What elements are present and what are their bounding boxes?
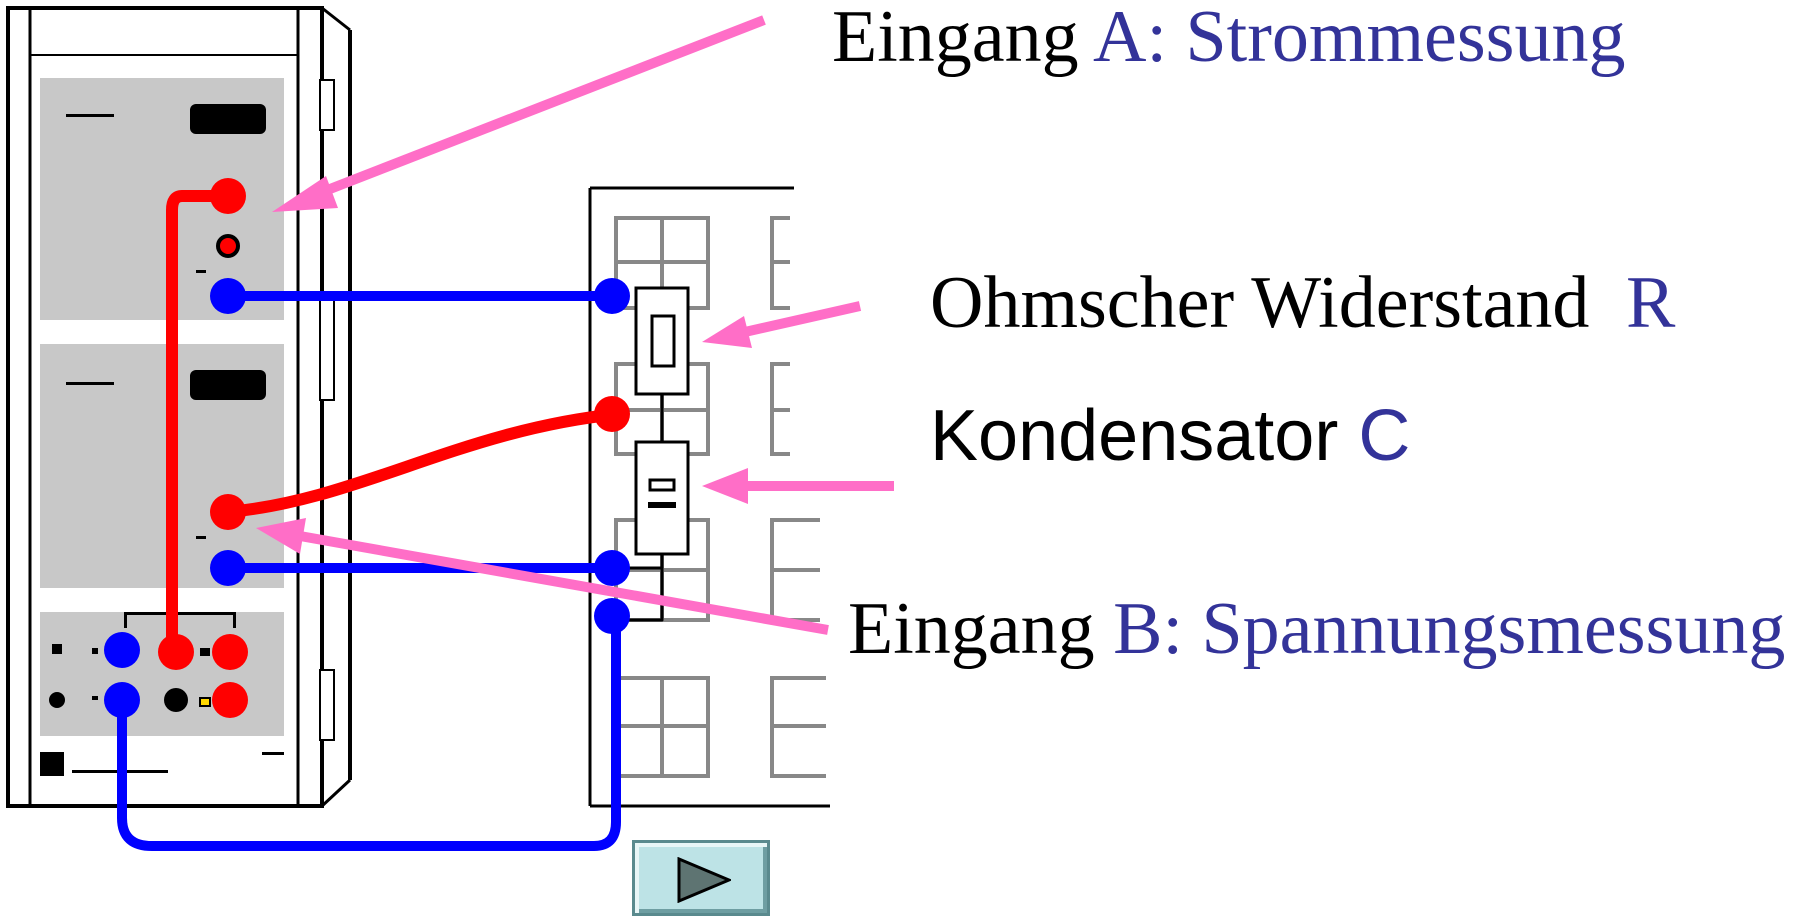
jack-board-bottom-blue <box>594 598 630 634</box>
jack-board-mid-blue <box>594 550 630 586</box>
jack-board-top-blue <box>594 278 630 314</box>
pointer-arrows <box>256 15 894 635</box>
label-resistor: Ohmscher Widerstand R <box>930 266 1675 340</box>
label-input-b-accent: B: Spannungsmessung <box>1113 588 1786 670</box>
label-resistor-accent: R <box>1625 262 1676 344</box>
label-capacitor-prefix: Kondensator <box>930 396 1359 476</box>
jack-input-b-blue <box>210 550 246 586</box>
resistor-symbol <box>634 286 690 396</box>
blue-wire-ground-loop <box>117 611 621 851</box>
arrow-input-b <box>256 518 829 635</box>
label-input-a: Eingang A: Strommessung <box>832 0 1625 74</box>
arrow-input-a <box>272 15 766 212</box>
jack-input-a-red <box>210 178 246 214</box>
jack-board-red <box>594 396 630 432</box>
component-board <box>588 186 830 808</box>
red-wire-input-a <box>166 190 234 658</box>
input-a-panel <box>40 78 284 320</box>
capacitor-symbol <box>634 440 690 556</box>
label-input-b-prefix: Eingang <box>848 588 1114 670</box>
label-resistor-prefix: Ohmscher Widerstand <box>930 262 1608 344</box>
input-b-panel <box>40 344 284 588</box>
label-input-a-accent: A: Strommessung <box>1093 0 1626 78</box>
bottom-control-panel <box>40 612 284 776</box>
connector-jacks <box>104 178 630 718</box>
label-input-b: Eingang B: Spannungsmessung <box>848 592 1785 666</box>
label-capacitor-accent: C <box>1358 396 1411 476</box>
play-triangle-icon <box>677 857 731 903</box>
arrow-capacitor <box>702 468 894 504</box>
jack-input-b-red <box>210 494 246 530</box>
wires <box>117 190 664 851</box>
arrow-resistor <box>702 301 862 348</box>
red-wire-input-b <box>222 408 624 518</box>
label-capacitor: Kondensator C <box>930 400 1410 472</box>
play-button[interactable] <box>632 840 770 916</box>
jack-input-a-blue <box>210 278 246 314</box>
label-input-a-prefix: Eingang <box>832 0 1094 78</box>
